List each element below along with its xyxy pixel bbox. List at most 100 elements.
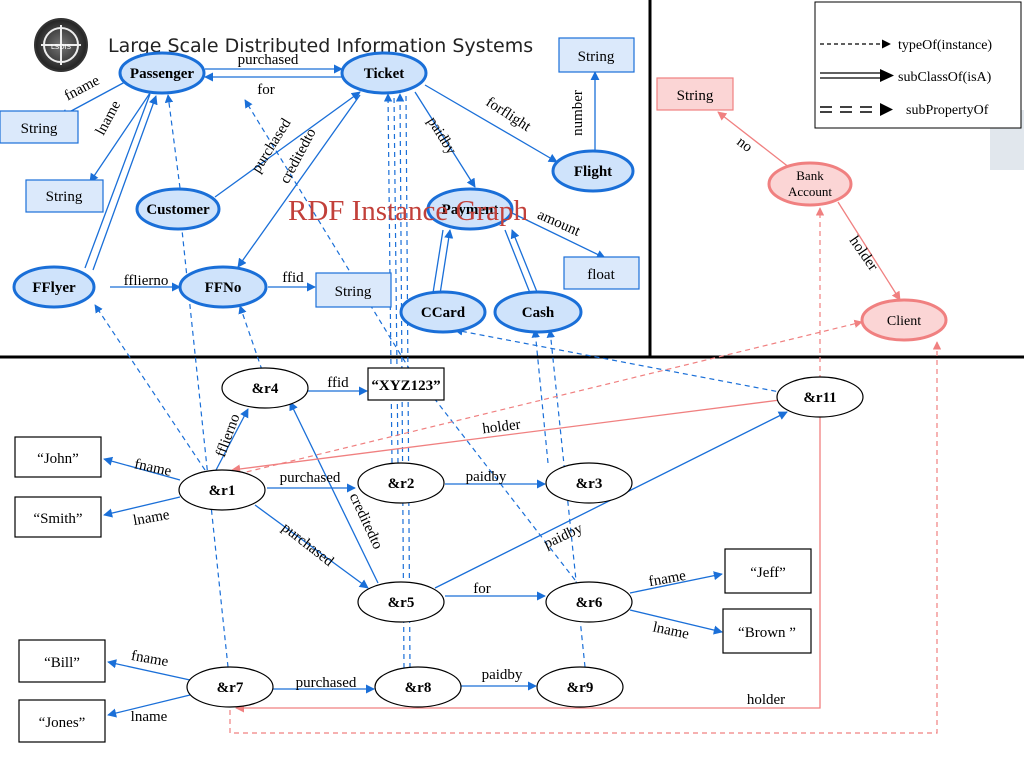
class-ccard[interactable]: CCard: [399, 290, 487, 334]
edge-r7-bill-fname: [107, 659, 191, 681]
edge-ccard-payment-subclass: [432, 229, 454, 295]
edge-label-fname-r7: fname: [130, 648, 170, 670]
class-payment[interactable]: Payment: [426, 187, 514, 231]
edge-label-fname-r6: fname: [647, 568, 687, 590]
bank-label-line1: Bank: [796, 168, 824, 183]
literal-string-lname[interactable]: String: [25, 179, 104, 213]
class-cash[interactable]: Cash: [493, 290, 583, 334]
edge-label-fname-top: fname: [62, 72, 103, 104]
edge-label-forflight: forflight: [483, 94, 534, 135]
class-label: FFlyer: [32, 280, 76, 296]
class-label: Ticket: [364, 66, 405, 82]
class-label: CCard: [421, 305, 466, 321]
page-title: Large Scale Distributed Information Syst…: [108, 35, 533, 57]
instance-r2[interactable]: &r2: [357, 462, 445, 504]
value-label: “Jones”: [39, 715, 86, 731]
value-xyz123[interactable]: “XYZ123”: [367, 367, 445, 401]
header: LSDIS Large Scale Distributed Informatio…: [34, 18, 533, 72]
class-client[interactable]: Client: [860, 298, 948, 342]
instance-r11[interactable]: &r11: [776, 376, 864, 418]
literal-label: String: [335, 284, 372, 300]
legend-typeof: typeOf(instance): [898, 38, 992, 53]
instance-r9[interactable]: &r9: [536, 666, 624, 708]
typeof-r7-client: [229, 341, 942, 734]
edge-label-number: number: [570, 90, 586, 136]
edge-label-holder-top: holder: [846, 233, 881, 274]
literal-string-fname[interactable]: String: [0, 110, 79, 144]
edge-r1-smith-lname: [103, 496, 181, 518]
class-fflyer[interactable]: FFlyer: [12, 265, 96, 309]
edge-r5-r4-creditedto: [289, 401, 379, 584]
nodes: Passenger Ticket Customer Flight Payment…: [0, 37, 948, 743]
instance-r8[interactable]: &r8: [374, 666, 462, 708]
instance-label: &r7: [217, 680, 244, 696]
legend-subclass: subClassOf(isA): [898, 70, 992, 85]
edge-label-purchased-top: purchased: [238, 52, 299, 68]
edge-label-ffid-top: ffid: [282, 270, 304, 286]
value-label: “John”: [37, 451, 79, 467]
typeof-r7-passenger: [181, 229, 229, 668]
value-bill[interactable]: “Bill”: [18, 639, 106, 683]
edge-label-lname-r1: lname: [132, 507, 171, 529]
typeof-r1-fflyer: [94, 304, 206, 471]
edge-bank-string-no: [717, 111, 791, 169]
class-customer[interactable]: Customer: [135, 187, 221, 231]
typeof-r5-passenger: [244, 99, 411, 371]
value-john[interactable]: “John”: [14, 436, 102, 478]
literal-string-ffid[interactable]: String: [315, 272, 392, 308]
instance-label: &r11: [803, 390, 836, 406]
edge-cash-payment-subclass: [504, 229, 538, 294]
edge-customer-passenger-dashed: [164, 94, 181, 189]
legend-subproperty: subPropertyOf: [906, 103, 989, 118]
instance-label: &r8: [405, 680, 432, 696]
literal-string-bank[interactable]: String: [656, 77, 734, 111]
class-label: Customer: [146, 202, 210, 218]
literal-label: String: [578, 49, 615, 65]
edge-label-holder-r7: holder: [747, 692, 785, 708]
class-ticket[interactable]: Ticket: [340, 51, 428, 95]
literal-float[interactable]: float: [563, 256, 640, 290]
instance-r5[interactable]: &r5: [357, 581, 445, 623]
class-bank-account[interactable]: Bank Account: [767, 161, 853, 207]
class-label: Payment: [442, 202, 499, 218]
class-ffno[interactable]: FFNo: [178, 265, 268, 309]
value-smith[interactable]: “Smith”: [14, 496, 102, 538]
edge-label-paidby-r8-r9: paidby: [482, 667, 523, 683]
typeof-r8-ticket-b: [405, 93, 411, 669]
value-brown[interactable]: “Brown ”: [722, 608, 812, 654]
instance-r7[interactable]: &r7: [186, 666, 274, 708]
edge-label-lname-r7: lname: [131, 709, 168, 725]
literal-label: String: [21, 121, 58, 137]
edge-label-no: no: [734, 134, 756, 156]
instance-r6[interactable]: &r6: [545, 581, 633, 623]
class-flight[interactable]: Flight: [551, 149, 635, 193]
instance-label: &r9: [567, 680, 594, 696]
class-passenger[interactable]: Passenger: [118, 51, 206, 95]
edge-r11-r7-holder: [235, 414, 821, 713]
edge-payment-amount: [509, 211, 606, 259]
edge-label-paidby-top: paidby: [424, 114, 459, 158]
value-label: “Bill”: [44, 655, 80, 671]
edge-label-paidby-r5-r11: paidby: [541, 520, 585, 552]
instance-label: &r5: [388, 595, 415, 611]
edge-label-for-r5-r6: for: [473, 581, 491, 597]
edge-label-paidby-r2-r3: paidby: [466, 469, 507, 485]
edge-ticket-payment-paidby: [414, 91, 476, 188]
edge-r6-jeff-fname: [629, 571, 723, 594]
instance-r3[interactable]: &r3: [545, 462, 633, 504]
literal-string-number[interactable]: String: [558, 37, 635, 73]
logo-text: LSDIS: [51, 43, 72, 51]
edge-label-for-top: for: [257, 82, 275, 98]
value-label: “Brown ”: [738, 625, 796, 641]
value-label: “Smith”: [33, 511, 82, 527]
value-jeff[interactable]: “Jeff”: [724, 548, 812, 594]
instance-r1[interactable]: &r1: [178, 469, 266, 511]
edge-label-purchased-r1-r2: purchased: [280, 470, 341, 486]
edge-r1-john-fname: [103, 456, 181, 481]
edge-ticket-flight-forflight: [424, 84, 558, 163]
value-jones[interactable]: “Jones”: [18, 699, 106, 743]
edge-ticket-ffno-creditedto: [237, 94, 361, 268]
instance-r4[interactable]: &r4: [221, 367, 309, 409]
edge-label-ffid-r4: ffid: [327, 375, 349, 391]
